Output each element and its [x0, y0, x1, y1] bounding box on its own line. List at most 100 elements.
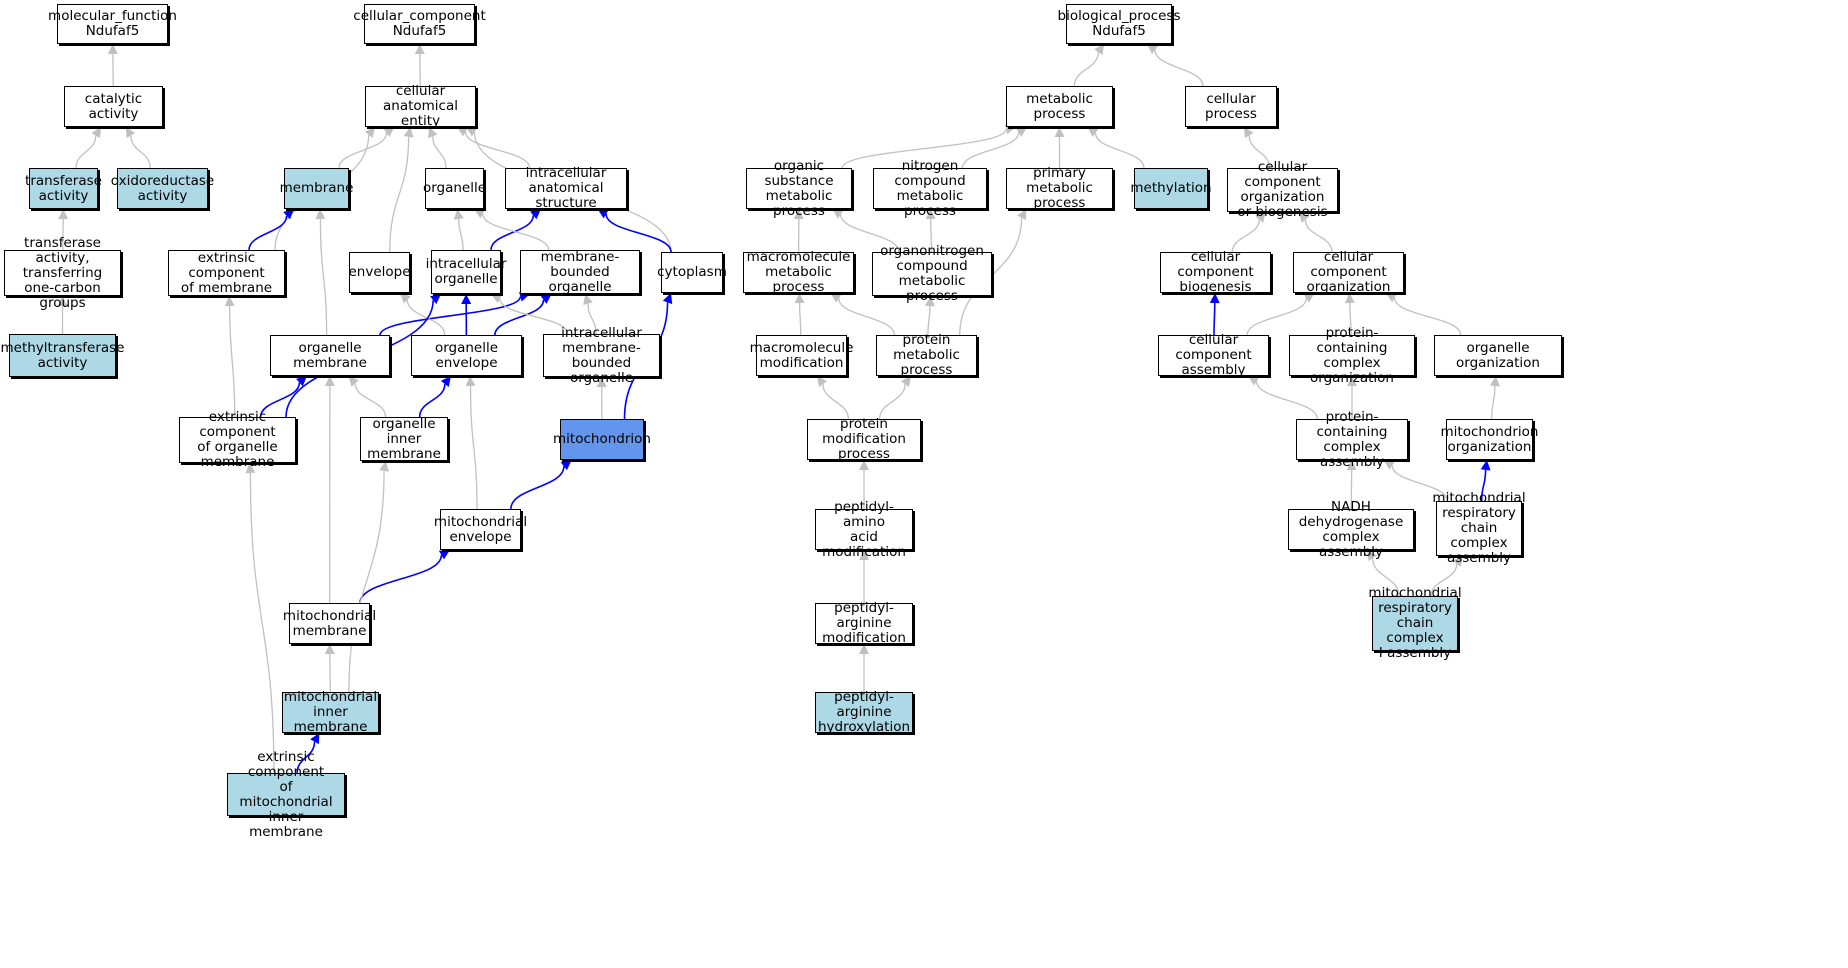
arrowhead-mito_env-to-mitochondrion: [560, 460, 572, 471]
go-term-mrcca[interactable]: mitochondrial respiratory chain complex …: [1432, 490, 1526, 566]
arrowhead-pca-to-cca: [1248, 376, 1260, 386]
go-term-ccb[interactable]: cellular component biogenesis: [1160, 250, 1271, 295]
go-term-ocmp[interactable]: organonitrogen compound metabolic proces…: [872, 244, 992, 304]
go-term-ecom[interactable]: extrinsic component of organelle membran…: [179, 410, 296, 470]
edge-pco-to-cco: [1349, 302, 1352, 336]
arrowhead-ecmim-to-ecom: [245, 463, 256, 474]
arrowhead-ocmp-to-osmp: [832, 209, 844, 219]
edge-mrcc1-to-mrcca: [1430, 563, 1458, 597]
edge-ecom-to-ecm: [229, 305, 236, 418]
go-term-metabolic[interactable]: metabolic process: [1006, 86, 1113, 127]
arrowhead-pco-to-cco: [1344, 293, 1355, 304]
go-term-imbo[interactable]: intracellular membrane-bounded organelle: [543, 325, 660, 385]
edge-org_org-to-cco: [1393, 297, 1462, 336]
arrowhead-ias-to-cae: [456, 127, 469, 137]
edge-transferase-to-catalytic: [75, 135, 97, 169]
arrowhead-mbo-to-organelle: [474, 209, 486, 219]
edge-cca-to-ccb: [1213, 302, 1216, 336]
edge-intra_org-to-organelle: [458, 218, 464, 251]
go-term-oxidoreductase[interactable]: oxidoreductase activity: [111, 168, 214, 209]
go-term-cae[interactable]: cellular anatomical entity: [365, 84, 476, 129]
go-term-parg-mod[interactable]: peptidyl-arginine modification: [815, 601, 913, 646]
edge-metabolic-to-bp: [1073, 52, 1099, 87]
arrowhead-pam-to-pmod: [859, 460, 869, 470]
edge-ocmp-to-osmp: [839, 214, 900, 253]
edge-organelle-to-cae: [432, 136, 447, 169]
arrowhead-ecm-to-cae: [364, 127, 375, 138]
go-term-macro-mod[interactable]: macromolecule modification: [750, 335, 853, 376]
go-term-mito-mem[interactable]: mitochondrial membrane: [283, 603, 376, 644]
go-term-methyltransferase[interactable]: methyltransferase activity: [1, 334, 125, 377]
go-term-cellular-proc[interactable]: cellular process: [1185, 86, 1277, 127]
go-term-pmp[interactable]: primary metabolic process: [1006, 166, 1113, 211]
go-term-osmp[interactable]: organic substance metabolic process: [746, 158, 852, 218]
go-term-cytoplasm[interactable]: cytoplasm: [657, 252, 727, 293]
go-term-ecmim[interactable]: extrinsic component of mitochondrial inn…: [227, 749, 345, 839]
go-term-intra-org[interactable]: intracellular organelle: [426, 250, 506, 294]
go-term-transferase[interactable]: transferase activity: [25, 168, 102, 209]
arrowhead-cytoplasm-to-ias: [597, 209, 609, 219]
go-term-mitochondrion[interactable]: mitochondrion: [553, 419, 651, 460]
go-term-org-org[interactable]: organelle organization: [1434, 335, 1562, 376]
edge-mito_env-to-org_envelope: [469, 385, 478, 510]
edge-imbo-to-mbo: [587, 303, 597, 335]
go-term-transfer-onecarbon[interactable]: transferase activity, transferring one-c…: [4, 235, 121, 310]
go-term-pco[interactable]: protein-containing complex organization: [1289, 325, 1415, 385]
edge-cytoplasm-to-ias: [605, 213, 672, 253]
go-term-methylation[interactable]: methylation: [1130, 168, 1212, 209]
arrowhead-oxidoreductase-to-catalytic: [125, 127, 136, 139]
edge-envelope-to-cae: [389, 136, 410, 253]
arrowhead-mitochondrion-to-cytoplasm: [662, 293, 673, 305]
go-term-oim[interactable]: organelle inner membrane: [360, 416, 448, 461]
go-term-pca[interactable]: protein-containing complex assembly: [1296, 409, 1408, 469]
arrowhead-pmod-to-macro_mod: [817, 376, 828, 388]
arrowhead-catalytic-to-mf: [107, 44, 118, 55]
go-term-mf[interactable]: molecular_function Ndufaf5: [48, 4, 177, 44]
arrowhead-intra_org-to-organelle: [453, 209, 464, 220]
arrowhead-prot_mp-to-ocmp: [924, 296, 935, 307]
go-term-cc[interactable]: cellular_component Ndufaf5: [353, 4, 486, 44]
go-term-catalytic[interactable]: catalytic activity: [64, 86, 163, 127]
arrowhead-cytoplasm-to-cae: [466, 127, 478, 137]
go-term-ccob[interactable]: cellular component organization or bioge…: [1227, 160, 1338, 220]
arrowhead-mim-to-oim: [379, 461, 389, 472]
arrowhead-membrane-to-cae: [383, 127, 395, 137]
go-term-mito-org[interactable]: mitochondrion organization: [1441, 419, 1538, 460]
go-term-organelle[interactable]: organelle: [423, 168, 486, 209]
arrowhead-ecmim-to-mim: [310, 733, 320, 745]
go-term-mim[interactable]: mitochondrial inner membrane: [282, 689, 379, 735]
edge-ecmim-to-ecom: [249, 472, 275, 774]
go-term-pam[interactable]: peptidyl-amino acid modification: [815, 499, 913, 559]
arrowhead-org_envelope-to-intra_org: [461, 294, 472, 305]
go-term-ncmp[interactable]: nitrogen compound metabolic process: [873, 158, 987, 218]
arrowhead-imbo-to-mbo: [583, 294, 593, 305]
arrowhead-ccob-to-cellular_proc: [1243, 127, 1254, 139]
go-term-envelope[interactable]: envelope: [348, 252, 411, 293]
go-term-bp[interactable]: biological_process Ndufaf5: [1058, 4, 1181, 44]
go-term-org-envelope[interactable]: organelle envelope: [411, 335, 522, 376]
go-term-membrane[interactable]: membrane: [280, 168, 353, 209]
go-term-cca[interactable]: cellular component assembly: [1158, 333, 1269, 378]
go-term-pmod[interactable]: protein modification process: [807, 417, 921, 462]
go-term-macro-mp[interactable]: macromolecule metabolic process: [743, 250, 854, 295]
edge-org_membrane-to-membrane: [319, 218, 328, 336]
edge-cco-to-ccob: [1304, 219, 1333, 253]
edge-mrcc1-to-nadh: [1372, 558, 1400, 597]
go-term-org-membrane[interactable]: organelle membrane: [270, 335, 390, 376]
go-term-prot-mp[interactable]: protein metabolic process: [876, 333, 977, 378]
arrowhead-cca-to-ccb: [1209, 293, 1220, 304]
edge-oim-to-org_membrane: [354, 383, 387, 418]
go-term-nadh[interactable]: NADH dehydrogenase complex assembly: [1288, 499, 1414, 559]
go-term-cco[interactable]: cellular component organization: [1293, 250, 1404, 295]
arrowhead-ecom-to-ecm: [224, 296, 235, 307]
go-term-ias[interactable]: intracellular anatomical structure: [505, 166, 627, 211]
go-term-mbo[interactable]: membrane-bounded organelle: [520, 249, 640, 294]
go-term-ecm[interactable]: extrinsic component of membrane: [168, 250, 285, 296]
go-term-parg-hyd[interactable]: peptidyl-arginine hydroxylation: [815, 690, 913, 735]
arrowhead-nadh-to-pca: [1346, 460, 1357, 471]
arrowhead-mrcc1-to-nadh: [1367, 550, 1377, 562]
go-term-mrcc1[interactable]: mitochondrial respiratory chain complex …: [1368, 585, 1462, 661]
go-term-mito-env[interactable]: mitochondrial envelope: [434, 509, 527, 550]
arrowhead-org_org-to-cco: [1385, 293, 1398, 303]
edge-ncmp-to-metabolic: [961, 132, 1020, 169]
